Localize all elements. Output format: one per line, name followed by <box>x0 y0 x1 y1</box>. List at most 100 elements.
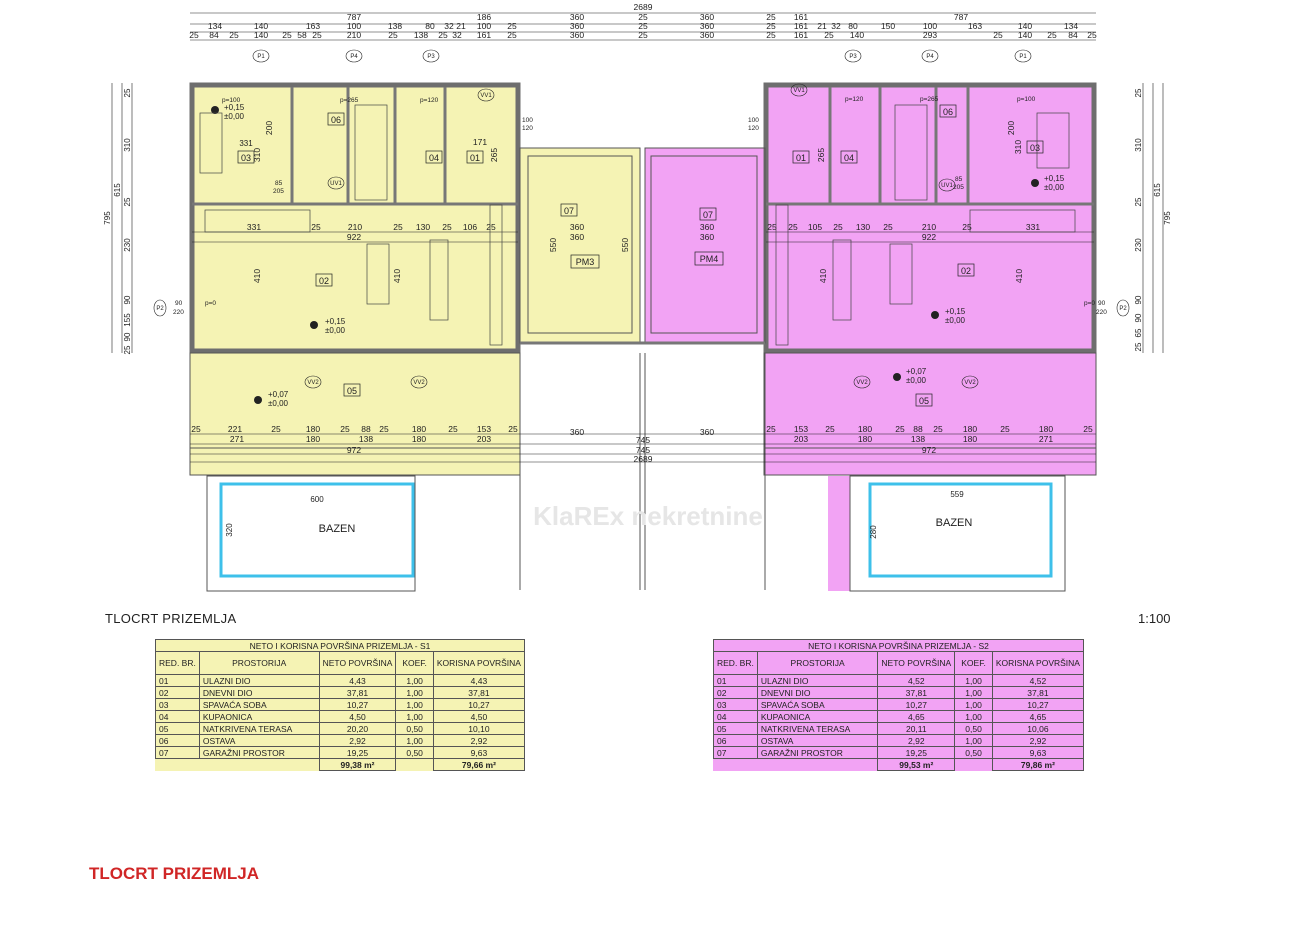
level-s2-bedroom-a: +0,15 <box>1044 174 1065 183</box>
dim-top-360a: 360 <box>570 12 584 22</box>
dim-r2-2: 163 <box>306 21 320 31</box>
dim-b-972-s2: 972 <box>922 445 936 455</box>
table-s2-h-koef: KOEF. <box>954 651 993 675</box>
dim-r2-7: 21 <box>456 21 466 31</box>
dim-h-410b: 410 <box>392 269 402 283</box>
area-table-s1: NETO I KORISNA POVRŠINA PRIZEMLJA - S1 R… <box>155 639 526 771</box>
tag-vv2-s1a: VV2 <box>307 380 319 386</box>
interior-dimensions: 331 25 210 25 130 25 106 25 922 25 25 10… <box>192 121 1094 283</box>
dim-right-c5: 90 <box>1134 313 1143 322</box>
tag-p3-s1: P3 <box>427 54 435 60</box>
dim-left-c6: 90 <box>123 332 132 341</box>
mark-p100-s1: p=100 <box>222 97 241 104</box>
pool-s1: BAZEN 600 320 <box>206 475 416 592</box>
dim-r2-3: 100 <box>347 21 361 31</box>
room-s1-04: 04 <box>429 153 439 163</box>
dim-c1-10: 25 <box>1083 424 1093 434</box>
floor-plan: BAZEN 600 320 BAZEN 559 280 03 331 06 04… <box>103 2 1172 592</box>
mark-85-s2: 85 <box>955 176 963 183</box>
inner-walls <box>192 87 1094 206</box>
table-s1-h-red: RED. BR. <box>155 651 200 675</box>
room-s2-07: 07 <box>703 210 713 220</box>
dim-b2-2: 138 <box>359 434 373 444</box>
dim-r3-15: 25 <box>638 30 648 40</box>
mark-p0-s1: p=0 <box>205 300 216 307</box>
room-s2-02: 02 <box>961 266 971 276</box>
top-dimension-texts: 2689 787 186 360 25 360 25 161 787 134 1… <box>189 2 1097 40</box>
dim-r3-3: 140 <box>254 30 268 40</box>
dim-s2-liv-8: 331 <box>1026 222 1040 232</box>
room-s2-05: 05 <box>919 396 929 406</box>
dim-s2-liv-5: 25 <box>883 222 893 232</box>
mark-p120-s1: p=120 <box>420 97 439 104</box>
table-s2-h-korisna: KORISNA POVRŠINA <box>991 651 1085 675</box>
dim-s1-liv-3: 25 <box>393 222 403 232</box>
mark-100-s2: 100 <box>748 117 759 124</box>
dim-r2-22: 134 <box>1064 21 1078 31</box>
dim-left-c4: 90 <box>123 295 132 304</box>
dim-r3-5: 58 <box>297 30 307 40</box>
tag-p3-s2: P3 <box>849 54 857 60</box>
dim-overall-top: 2689 <box>634 2 653 12</box>
tag-p4-s2: P4 <box>926 54 934 60</box>
dim-b1-3: 180 <box>306 424 320 434</box>
dim-h-200a: 200 <box>264 121 274 135</box>
table-s1-caption: NETO I KORISNA POVRŠINA PRIZEMLJA - S1 <box>155 639 525 652</box>
tag-p2-s2: P2 <box>1119 306 1127 312</box>
pool-s1-label: BAZEN <box>319 523 356 535</box>
dim-r2-4: 138 <box>388 21 402 31</box>
table-s2-h-room: PROSTORIJA <box>756 651 879 675</box>
room-s1-05: 05 <box>347 386 357 396</box>
dim-r2-17: 80 <box>848 21 858 31</box>
dim-r2-6: 32 <box>444 21 454 31</box>
level-marks: +0,15 ±0,00 +0,15 ±0,00 +0,07 ±0,00 +0,1… <box>211 103 1065 408</box>
pool-s2-depth: 280 <box>869 525 878 539</box>
dim-b1-5: 88 <box>361 424 371 434</box>
tag-p1-s2: P1 <box>1019 54 1027 60</box>
table-s1-total-korisna: 79,66 m² <box>432 758 526 771</box>
dim-b2-3: 180 <box>412 434 426 444</box>
dim-s1-liv-1: 25 <box>311 222 321 232</box>
dim-b1-7: 180 <box>412 424 426 434</box>
dim-r2-16: 32 <box>831 21 841 31</box>
table-s2-total-korisna: 79,86 m² <box>991 758 1085 771</box>
dim-b1-1: 221 <box>228 424 242 434</box>
dim-garage-360a: 360 <box>570 222 584 232</box>
mark-85-s1: 85 <box>275 180 283 187</box>
plan-scale: 1:100 <box>1138 611 1171 626</box>
dim-b-2689: 2689 <box>634 454 653 464</box>
dim-r3-25: 84 <box>1068 30 1078 40</box>
dim-garage-360d: 360 <box>700 232 714 242</box>
room-s2-04: 04 <box>844 153 854 163</box>
dim-r3-11: 32 <box>452 30 462 40</box>
dim-r3-7: 210 <box>347 30 361 40</box>
level-s1-living-a: +0,15 <box>325 317 346 326</box>
dim-c1-5: 88 <box>913 424 923 434</box>
table-s1-h-korisna: KORISNA POVRŠINA <box>432 651 526 675</box>
dim-r2-8: 100 <box>477 21 491 31</box>
level-s1-living-b: ±0,00 <box>325 326 346 335</box>
plan-title: TLOCRT PRIZEMLJA <box>105 611 237 626</box>
dim-s1-liv-7: 25 <box>486 222 496 232</box>
dim-left-c5: 155 <box>123 313 132 327</box>
bottom-dimension-texts: 25 221 25 180 25 88 25 180 25 153 25 271… <box>191 424 1093 464</box>
dim-s2-liv-0: 25 <box>767 222 777 232</box>
dim-r2-14: 161 <box>794 21 808 31</box>
dim-r3-24: 25 <box>1047 30 1057 40</box>
dim-r3-20: 140 <box>850 30 864 40</box>
tag-vv1-s2: VV1 <box>793 88 805 94</box>
dim-h-265b: 265 <box>816 148 826 162</box>
dim-right-c2: 25 <box>1134 197 1143 206</box>
dim-r2-0: 134 <box>208 21 222 31</box>
dim-r2-5: 80 <box>425 21 435 31</box>
dim-garage-550b: 550 <box>620 238 630 252</box>
parking-pm3: PM3 <box>576 257 595 267</box>
dim-s1-liv-6: 106 <box>463 222 477 232</box>
table-s1-total-neto: 99,38 m² <box>318 758 397 771</box>
